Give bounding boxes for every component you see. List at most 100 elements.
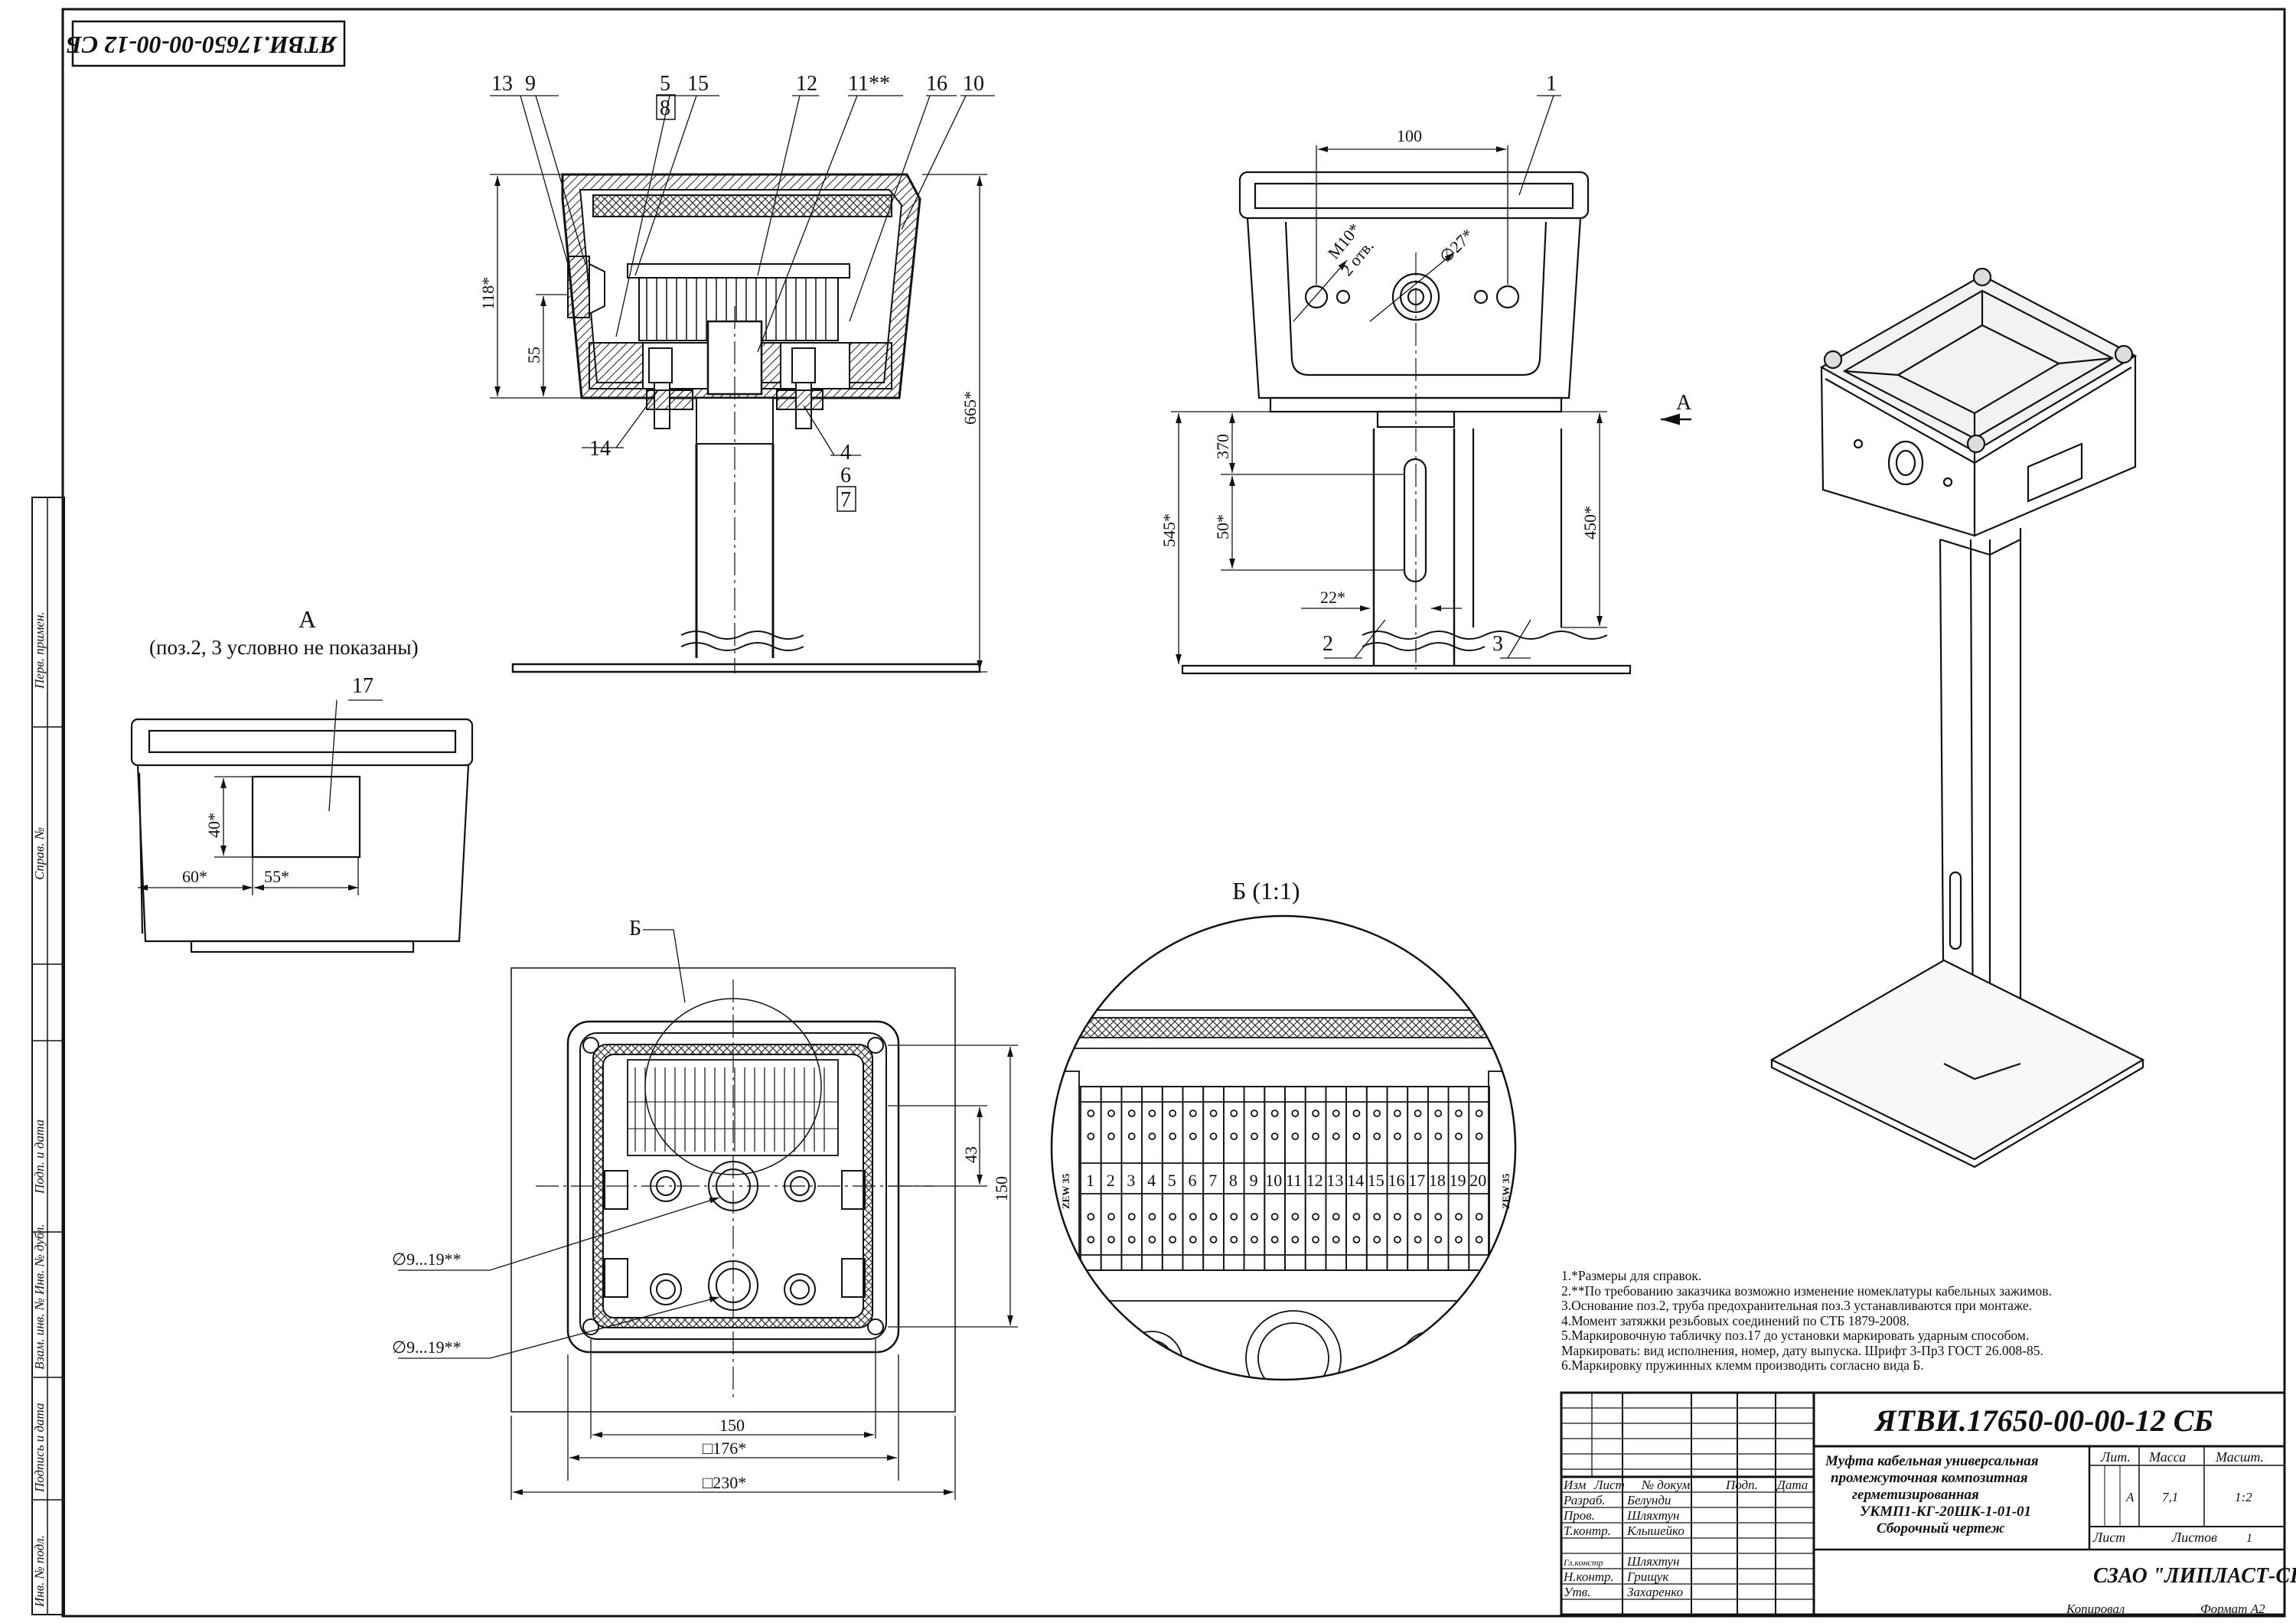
- view-a: [130, 718, 474, 953]
- callout-4: 4: [840, 441, 851, 464]
- sheet-label: Лист: [2092, 1530, 2125, 1545]
- section-callout-labels: 13 9 5 8 15 12 11** 16 10 14 4 6 7: [491, 72, 984, 512]
- callout-8-box: [656, 94, 676, 120]
- terminal-hole: [1087, 1236, 1095, 1243]
- role-4: Гл.констр: [1563, 1557, 1603, 1568]
- view-arrow-a: А: [1676, 391, 1692, 415]
- drawing-number: ЯТВИ.17650-00-00-12 СБ: [1874, 1403, 2213, 1438]
- terminal-hole: [1107, 1213, 1115, 1221]
- section-leaders: [490, 95, 995, 456]
- title-line-4: УКМП1-КГ-20ШК-1-01-01: [1860, 1504, 2031, 1520]
- title-line-3: герметизированная: [1852, 1487, 1979, 1503]
- scale-value: 1:2: [2235, 1490, 2252, 1504]
- terminal-hole: [1230, 1110, 1238, 1117]
- terminal-number: 20: [1469, 1171, 1486, 1190]
- dim-40: 40*: [204, 813, 223, 838]
- lit-label: Лит.: [2100, 1449, 2131, 1465]
- name-4: Шляхтун: [1626, 1554, 1679, 1569]
- terminal-hole: [1332, 1236, 1340, 1243]
- hdr-date: Дата: [1776, 1478, 1808, 1492]
- terminal-hole: [1312, 1133, 1319, 1140]
- terminal-hole: [1352, 1236, 1361, 1243]
- dim-450: 450*: [1580, 506, 1600, 539]
- note-5: 5.Маркировочную табличку поз.17 до устан…: [1561, 1328, 2030, 1343]
- terminal-number: 3: [1127, 1171, 1135, 1190]
- dim-100: 100: [1397, 126, 1422, 145]
- inv-podl-label: Инв. № подл.: [32, 1535, 47, 1608]
- callout-2: 2: [1322, 632, 1333, 656]
- dim-55-a: 55*: [264, 867, 289, 886]
- view-b-callout: Б: [629, 917, 641, 940]
- terminal-number: 1: [1086, 1171, 1094, 1190]
- callout-17: 17: [352, 674, 373, 698]
- terminal-hole: [1127, 1110, 1136, 1117]
- top-view-labels: 43 150 150 □176* □230* ∅9...19** ∅9...19…: [392, 917, 1011, 1492]
- dim-370: 370: [1213, 434, 1232, 459]
- title-line-2: промежуточная композитная: [1831, 1470, 2028, 1486]
- terminal-hole: [1291, 1110, 1300, 1117]
- terminal-hole: [1414, 1110, 1422, 1117]
- terminal-hole: [1230, 1236, 1238, 1243]
- terminal-hole: [1189, 1110, 1197, 1117]
- terminal-hole: [1414, 1213, 1422, 1221]
- drawing-notes: 1.*Размеры для справок. 2.**По требовани…: [1561, 1268, 2250, 1374]
- terminal-hole: [1169, 1236, 1177, 1243]
- terminal-number: 6: [1189, 1171, 1197, 1190]
- terminal-hole: [1455, 1133, 1463, 1140]
- role-3: Т.контр.: [1564, 1524, 1611, 1538]
- terminal-hole: [1251, 1213, 1258, 1221]
- terminal-hole: [1107, 1236, 1115, 1243]
- callout-15: 15: [687, 72, 709, 96]
- scale-label: Масшт.: [2215, 1449, 2264, 1465]
- terminal-hole: [1209, 1236, 1218, 1243]
- rail-label-right: ZEW 35: [1500, 1173, 1512, 1209]
- terminal-hole: [1352, 1133, 1361, 1140]
- dim-176: □176*: [703, 1439, 746, 1458]
- note-1: 1.*Размеры для справок.: [1561, 1268, 1702, 1283]
- title-line-1: Муфта кабельная универсальная: [1825, 1453, 2039, 1469]
- callout-11: 11**: [848, 72, 890, 96]
- terminal-hole: [1209, 1213, 1218, 1221]
- format-label: Формат А2: [2200, 1602, 2265, 1616]
- callout-8: 8: [660, 96, 670, 120]
- organization: СЗАО "ЛИПЛАСТ-СПб": [2093, 1564, 2296, 1588]
- terminal-cells: [1080, 1086, 1490, 1271]
- name-3: Клышейко: [1626, 1524, 1684, 1538]
- dim-150-h: 150: [719, 1416, 745, 1435]
- terminal-hole: [1087, 1213, 1095, 1221]
- view-a-title: А: [298, 605, 316, 633]
- name-2: Шляхтун: [1626, 1508, 1679, 1523]
- terminal-hole: [1270, 1236, 1279, 1243]
- terminal-hole: [1373, 1236, 1381, 1243]
- sprav-no-label: Справ. №: [32, 827, 47, 880]
- terminal-hole: [1332, 1110, 1340, 1117]
- terminal-hole: [1434, 1213, 1443, 1221]
- terminal-hole: [1455, 1213, 1463, 1221]
- callout-5: 5: [660, 72, 670, 96]
- terminal-hole: [1434, 1236, 1443, 1243]
- name-5: Грищук: [1626, 1569, 1669, 1584]
- terminal-hole: [1127, 1133, 1136, 1140]
- view-a-dimensions: [138, 699, 383, 895]
- dim-230: □230*: [703, 1473, 746, 1492]
- terminal-hole: [1148, 1213, 1156, 1221]
- terminal-hole: [1373, 1213, 1381, 1221]
- title-line-5: Сборочный чертеж: [1877, 1520, 2004, 1537]
- sheet-frame: [31, 8, 2286, 1618]
- terminal-number: 9: [1250, 1171, 1258, 1190]
- terminal-hole: [1270, 1110, 1279, 1117]
- terminal-number: 15: [1368, 1171, 1384, 1190]
- terminal-number: 16: [1388, 1171, 1405, 1190]
- terminal-hole: [1352, 1213, 1361, 1221]
- terminal-hole: [1251, 1110, 1258, 1117]
- view-a-subtitle: (поз.2, 3 условно не показаны): [149, 636, 419, 659]
- name-1: Белунди: [1626, 1493, 1671, 1507]
- terminal-hole: [1127, 1236, 1136, 1243]
- dim-150-v: 150: [992, 1176, 1011, 1201]
- terminal-hole: [1475, 1236, 1483, 1243]
- callout-14: 14: [589, 437, 611, 461]
- hdr-doc: № докум.: [1641, 1478, 1694, 1492]
- hdr-izm: Изм: [1563, 1478, 1586, 1492]
